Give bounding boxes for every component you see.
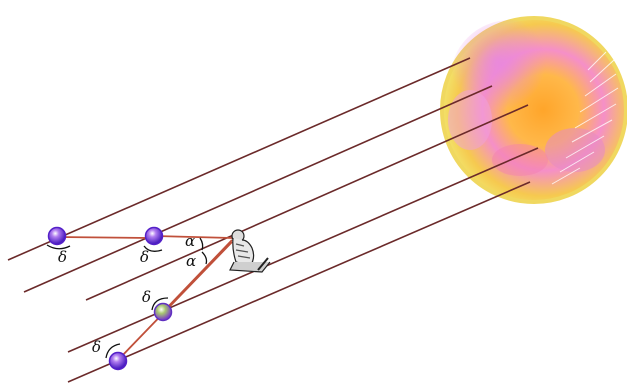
path-drop-1 <box>56 236 153 239</box>
ray-4 <box>67 147 539 353</box>
ray-2 <box>23 85 493 293</box>
refracted-rays <box>56 235 233 361</box>
path-drop-3 <box>162 239 233 313</box>
droplets <box>47 226 173 371</box>
alpha-arc-lower <box>201 251 208 265</box>
delta-label-2: δ <box>140 248 149 266</box>
path-drop-2 <box>154 235 233 239</box>
angle-arcs <box>46 237 208 359</box>
droplet-sphere-icon <box>108 351 128 371</box>
alpha-label-upper: α <box>185 232 195 250</box>
delta-label-1: δ <box>58 248 67 266</box>
alpha-label-lower: α <box>186 252 196 270</box>
droplet-sphere-icon <box>153 302 173 322</box>
delta-label-3: δ <box>142 288 151 306</box>
ray-1 <box>7 57 471 261</box>
droplet-sphere-icon <box>47 226 67 246</box>
sun-icon <box>440 16 627 204</box>
delta-label-4: δ <box>92 338 101 356</box>
ray-5 <box>67 181 531 383</box>
delta-arc-4 <box>105 343 121 359</box>
delta-arc-3 <box>151 297 169 311</box>
delta-arc-2 <box>143 245 163 252</box>
droplet-sphere-icon <box>144 226 164 246</box>
seated-figure-icon <box>229 229 271 273</box>
delta-arc-1 <box>46 244 71 250</box>
ray-3 <box>85 104 529 301</box>
sun-rays <box>7 57 539 383</box>
alpha-arc-upper <box>199 237 204 251</box>
path-drop-4 <box>117 241 233 361</box>
